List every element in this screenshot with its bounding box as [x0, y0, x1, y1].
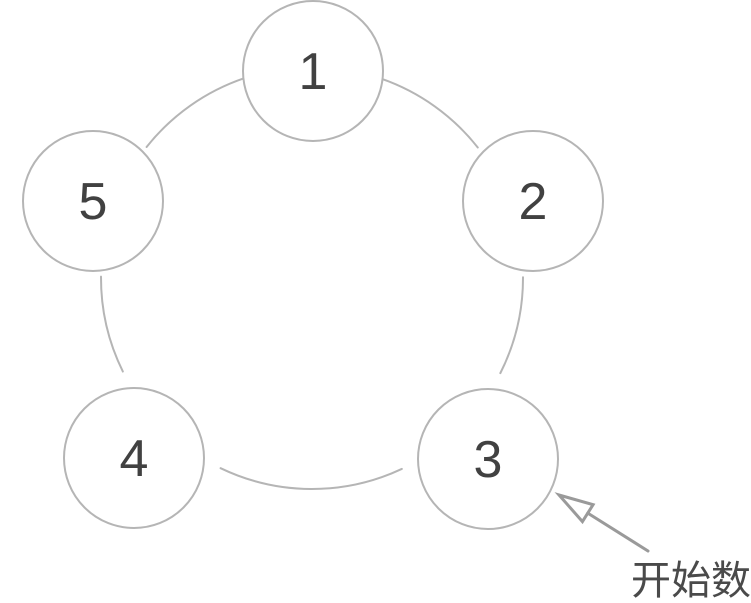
node-label-3: 3	[474, 431, 503, 489]
node-2[interactable]: 2	[462, 130, 604, 272]
start-pointer-arrow-head	[554, 492, 596, 525]
node-3[interactable]: 3	[417, 388, 559, 530]
node-layer: 1 2 3 4 5	[22, 0, 604, 530]
node-circle-5[interactable]	[22, 130, 164, 272]
node-label-5: 5	[79, 173, 108, 231]
node-5[interactable]: 5	[22, 130, 164, 272]
start-number-annotation-label: 开始数	[631, 558, 751, 603]
node-label-4: 4	[120, 430, 149, 488]
edge-layer	[99, 77, 525, 490]
edge-1-to-2	[380, 77, 479, 149]
annotation-layer: 开始数	[554, 492, 751, 603]
node-label-1: 1	[299, 43, 328, 101]
edge-3-to-4	[219, 467, 403, 490]
node-1[interactable]: 1	[242, 0, 384, 142]
node-circle-2[interactable]	[462, 130, 604, 272]
edge-5-to-1	[145, 77, 246, 148]
node-4[interactable]: 4	[63, 387, 205, 529]
start-pointer-arrow-shaft	[586, 511, 650, 553]
edge-2-to-3	[499, 276, 525, 375]
node-circle-3[interactable]	[417, 388, 559, 530]
node-circle-4[interactable]	[63, 387, 205, 529]
edge-4-to-5	[99, 275, 124, 373]
node-circle-1[interactable]	[242, 0, 384, 142]
node-label-2: 2	[519, 173, 548, 231]
